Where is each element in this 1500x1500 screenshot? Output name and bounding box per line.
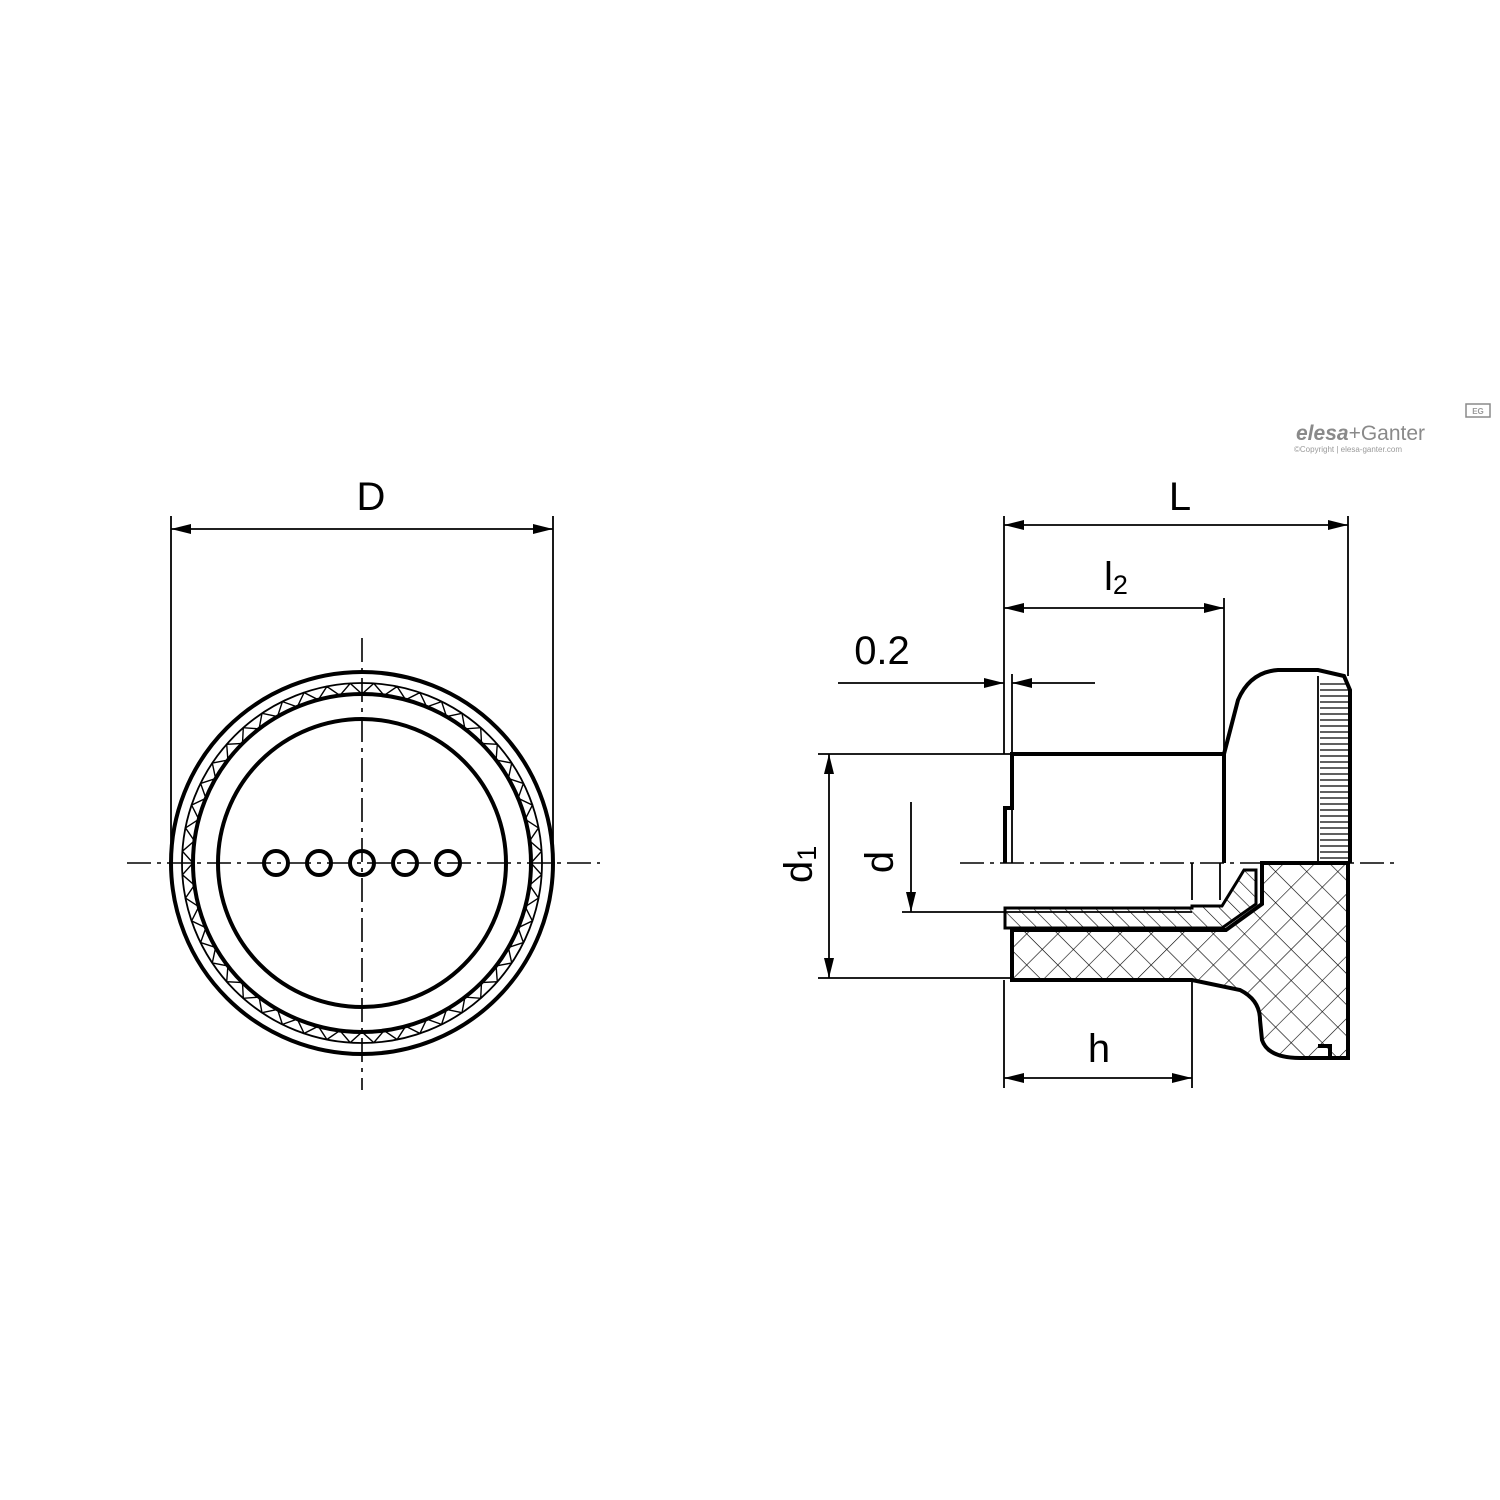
head-knurl-lines — [1320, 683, 1348, 859]
l2-subscript: 2 — [1113, 570, 1128, 600]
brand-name: elesa+Ganter — [1296, 422, 1425, 445]
offset-label: 0.2 — [854, 629, 910, 673]
dot-5 — [434, 849, 462, 877]
L-label: L — [1169, 475, 1191, 519]
d1-letter: d — [777, 861, 821, 883]
brand-copyright: ©Copyright | elesa-ganter.com — [1294, 445, 1402, 454]
brand-name-rest: +Ganter — [1349, 422, 1425, 445]
dot-1 — [262, 849, 290, 877]
side-view: L l2 0.2 d1 d h — [777, 475, 1400, 1088]
knob-rim-circle — [191, 692, 533, 1034]
dot-3 — [348, 849, 376, 877]
front-view: D — [127, 475, 600, 1090]
brand-mark-box — [1465, 403, 1491, 418]
brand-mark-text: EG — [1472, 407, 1484, 416]
dot-4 — [391, 849, 419, 877]
D-label: D — [357, 475, 386, 519]
d1-label: d1 — [777, 846, 822, 883]
d1-subscript: 1 — [792, 846, 822, 861]
insert-section — [1003, 868, 1258, 930]
knurl-inner-circle — [181, 682, 543, 1044]
dot-2 — [305, 849, 333, 877]
indicator-dots — [262, 849, 462, 877]
body-upper-outline — [1003, 752, 1226, 863]
brand-name-bold: elesa — [1296, 422, 1349, 445]
knob-face-circle — [216, 717, 508, 1009]
knurl-notch — [1318, 1044, 1332, 1058]
h-label: h — [1088, 1027, 1110, 1071]
head-upper-outline — [1222, 668, 1352, 863]
body-section — [1010, 861, 1350, 1060]
l2-letter: l — [1104, 555, 1113, 599]
d-label: d — [858, 851, 902, 873]
brand-logo: elesa+Ganter EG ©Copyright | elesa-gante… — [1294, 403, 1491, 454]
l2-label: l2 — [1104, 555, 1128, 600]
